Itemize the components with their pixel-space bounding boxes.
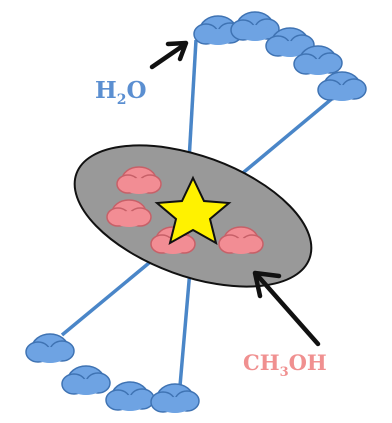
arrow-icon xyxy=(252,270,321,347)
outflow-line-lower-right xyxy=(178,269,192,387)
arrow-icon xyxy=(149,40,189,70)
methanol-label: CH3OH xyxy=(243,350,327,380)
upper-water-clouds xyxy=(193,11,367,102)
outflow-line-lower-left xyxy=(60,256,157,337)
lower-water-clouds xyxy=(25,333,200,414)
star-icon xyxy=(154,175,232,246)
water-label: H2O xyxy=(95,77,147,108)
outflow-line-upper-right xyxy=(230,90,342,184)
